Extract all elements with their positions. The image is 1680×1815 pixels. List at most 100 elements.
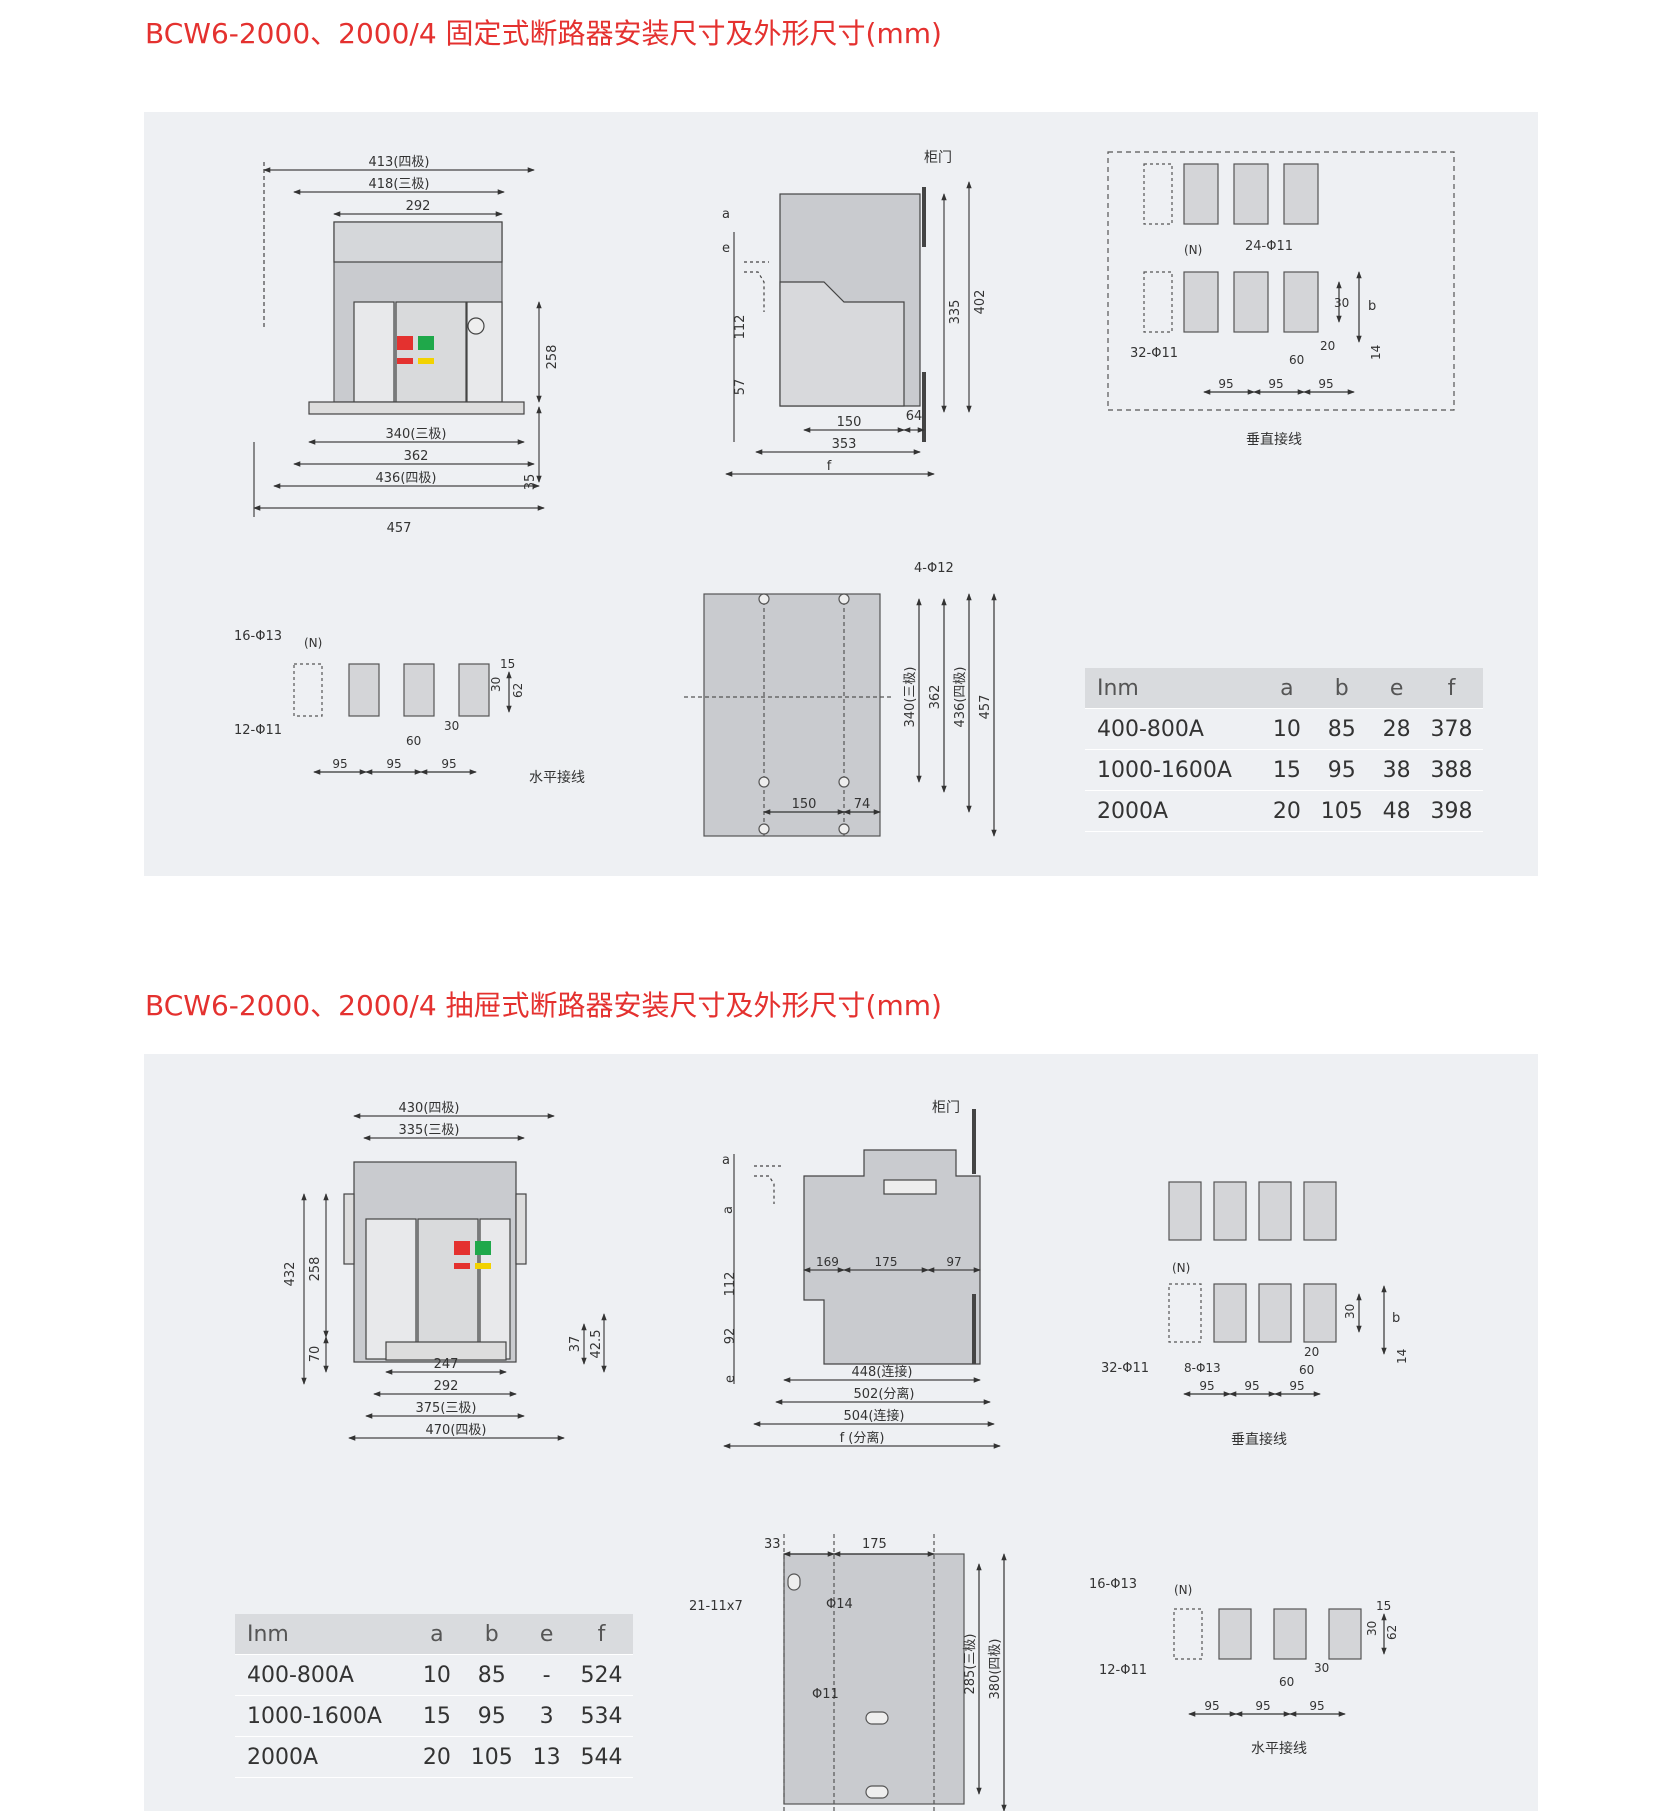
table-cell: 1000-1600A <box>1085 749 1264 791</box>
section1-drawing: 413(四极) 418(三极) 292 258 340(三极) 362 35 4… <box>234 150 1455 837</box>
h-15: 15 <box>500 657 515 671</box>
front-dim-413: 413(四极) <box>369 155 430 170</box>
table-cell: 2000A <box>1085 790 1264 832</box>
red-indicator-2 <box>454 1241 470 1255</box>
m-hole: 4-Φ12 <box>914 561 954 576</box>
f2-425: 42.5 <box>589 1330 604 1359</box>
v2-95a: 95 <box>1199 1379 1214 1393</box>
table-cell: 13 <box>523 1736 570 1778</box>
table-cell: 48 <box>1373 790 1420 832</box>
front-dim-457: 457 <box>387 521 412 536</box>
table-cell: 85 <box>1310 708 1374 750</box>
table-header: f <box>569 1614 633 1655</box>
h2-15: 15 <box>1376 1599 1391 1613</box>
table-cell: 10 <box>413 1654 461 1696</box>
f2-432: 432 <box>283 1262 298 1287</box>
table-cell: 2000A <box>235 1736 414 1778</box>
v-hole24: 24-Φ11 <box>1245 239 1293 254</box>
v-95b: 95 <box>1268 377 1283 391</box>
section1-spec-table: Inm a b e f 400-800A 10 85 28 378 1000-1… <box>1085 668 1483 832</box>
h2-30v: 30 <box>1365 1621 1379 1636</box>
m2-285: 285(三极) <box>963 1634 978 1695</box>
v2-n: (N) <box>1172 1261 1190 1275</box>
side-335: 335 <box>948 300 963 325</box>
s2-92: 92 <box>723 1328 738 1345</box>
h2-95a: 95 <box>1204 1699 1219 1713</box>
h-30v: 30 <box>489 677 503 692</box>
f2-335: 335(三极) <box>399 1123 460 1138</box>
m2-hole14: Φ14 <box>826 1597 853 1612</box>
side-353: 353 <box>832 437 857 452</box>
table-header: f <box>1419 668 1483 709</box>
table-cell: 10 <box>1263 708 1311 750</box>
green-indicator <box>418 336 434 350</box>
f2-375: 375(三极) <box>416 1401 477 1416</box>
v2-95b: 95 <box>1244 1379 1259 1393</box>
front-view <box>253 162 545 517</box>
m2-slot: 21-11x7 <box>689 1599 743 1614</box>
table-cell: 400-800A <box>1085 708 1264 750</box>
f2-470: 470(四极) <box>426 1423 487 1438</box>
section2-panel: 430(四极) 335(三极) 432 258 70 37 42.5 247 2… <box>144 1054 1538 1812</box>
table-header: Inm <box>235 1614 414 1655</box>
table-header: b <box>1310 668 1374 709</box>
table-cell: 105 <box>460 1736 524 1778</box>
section2-drawing: 430(四极) 335(三极) 432 258 70 37 42.5 247 2… <box>283 1100 1409 1812</box>
table-cell: 20 <box>1263 790 1311 832</box>
h-95c: 95 <box>441 757 456 771</box>
yellow-bar-2 <box>475 1263 491 1269</box>
side-f: f <box>827 459 832 474</box>
front-dim-436: 436(四极) <box>376 471 437 486</box>
v-14: 14 <box>1369 345 1383 360</box>
f2-430: 430(四极) <box>399 1101 460 1116</box>
v2-label: 垂直接线 <box>1231 1431 1287 1448</box>
horizontal-wiring-2 <box>1173 1608 1387 1717</box>
h2-95c: 95 <box>1309 1699 1324 1713</box>
v-n: (N) <box>1184 243 1202 257</box>
s2-502: 502(分离) <box>854 1386 915 1402</box>
s2-a2: a <box>721 1206 736 1214</box>
table-cell: 3 <box>523 1695 570 1737</box>
table-cell: 95 <box>460 1695 524 1737</box>
v2-95c: 95 <box>1289 1379 1304 1393</box>
h-label: 水平接线 <box>529 769 585 786</box>
table-cell: 524 <box>569 1654 633 1696</box>
f2-292: 292 <box>434 1379 459 1394</box>
table-row: 1000-1600A 15 95 3 534 <box>235 1695 633 1737</box>
table-cell: 534 <box>569 1695 633 1737</box>
horizontal-wiring <box>293 663 512 775</box>
red-bar <box>397 358 413 364</box>
table-row: 400-800A 10 85 28 378 <box>1085 708 1483 750</box>
m-74: 74 <box>854 797 871 812</box>
side-a: a <box>722 207 730 222</box>
v2-14: 14 <box>1395 1349 1409 1364</box>
v-60: 60 <box>1289 353 1304 367</box>
vertical-wiring <box>1107 151 1455 411</box>
h2-hole16: 16-Φ13 <box>1089 1577 1137 1592</box>
h-hole16: 16-Φ13 <box>234 629 282 644</box>
section2-spec-table: Inm a b e f 400-800A 10 85 - 524 1000-16… <box>235 1614 633 1778</box>
side-door: 柜门 <box>924 150 952 166</box>
table-header-row: Inm a b e f <box>1085 668 1483 709</box>
table-row: 1000-1600A 15 95 38 388 <box>1085 749 1483 791</box>
m2-380: 380(四极) <box>988 1639 1003 1700</box>
v-b: b <box>1368 299 1376 314</box>
v-95a: 95 <box>1218 377 1233 391</box>
m-362: 362 <box>928 685 943 710</box>
mounting-view <box>684 593 997 837</box>
m2-hole11: Φ11 <box>812 1687 839 1702</box>
m-457: 457 <box>978 695 993 720</box>
f2-258: 258 <box>308 1257 323 1282</box>
side-150: 150 <box>837 415 862 430</box>
h-60: 60 <box>406 734 421 748</box>
s2-f: f (分离) <box>840 1430 885 1446</box>
h2-label: 水平接线 <box>1251 1740 1307 1757</box>
green-indicator-2 <box>475 1241 491 1255</box>
red-bar-2 <box>454 1263 470 1269</box>
h-62: 62 <box>511 683 525 698</box>
v2-hole32: 32-Φ11 <box>1101 1361 1149 1376</box>
v2-hole8: 8-Φ13 <box>1184 1361 1221 1375</box>
table-cell: 398 <box>1419 790 1483 832</box>
h2-n: (N) <box>1174 1583 1192 1597</box>
table-cell: 28 <box>1373 708 1420 750</box>
